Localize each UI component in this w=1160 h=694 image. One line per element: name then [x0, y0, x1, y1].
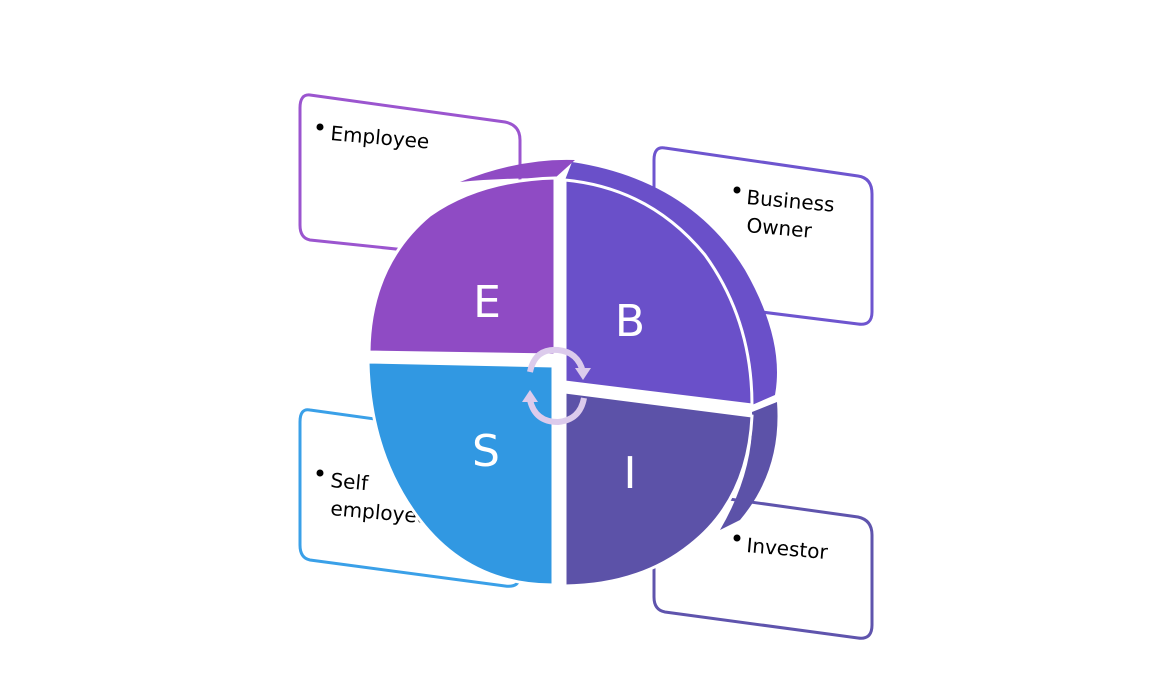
quadrant-e	[367, 176, 557, 357]
letter-e: E	[473, 277, 501, 328]
letter-s: S	[472, 426, 500, 477]
letter-b: B	[615, 296, 645, 347]
letter-i: I	[624, 448, 637, 499]
self-label-line1: Self	[330, 468, 371, 495]
quadrant-i	[563, 390, 754, 588]
bullet-icon	[316, 469, 324, 477]
bullet-icon	[316, 123, 324, 131]
quadrant-s	[366, 360, 555, 587]
cycle-arrows-icon	[522, 346, 591, 426]
bullet-icon	[733, 534, 741, 542]
bullet-icon	[733, 186, 741, 194]
quadrant-b	[563, 178, 754, 407]
business-label-line2: Owner	[746, 213, 814, 243]
